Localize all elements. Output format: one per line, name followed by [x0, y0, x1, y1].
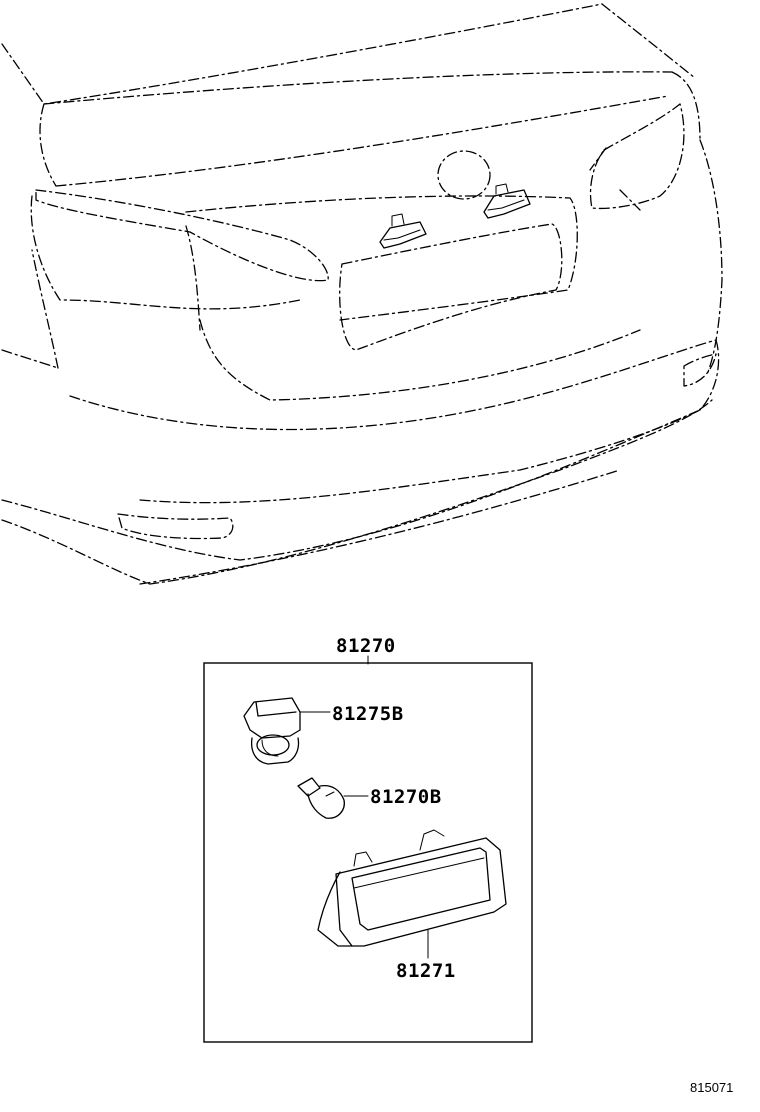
vehicle-rear-outline	[1, 3, 723, 585]
socket-part-81275b	[243, 697, 301, 765]
license-lamp-installed-left	[379, 213, 427, 249]
bulb-part-81270b	[297, 777, 345, 819]
part-number-bulb: 81270B	[370, 786, 442, 808]
part-number-socket: 81275B	[332, 703, 404, 725]
figure-code: 815071	[690, 1080, 733, 1095]
part-number-lens: 81271	[396, 960, 456, 982]
assembly-box	[203, 662, 533, 1043]
lens-part-81271	[317, 829, 507, 947]
assembly-number-label: 81270	[336, 635, 396, 657]
license-lamp-installed-right	[483, 183, 531, 219]
